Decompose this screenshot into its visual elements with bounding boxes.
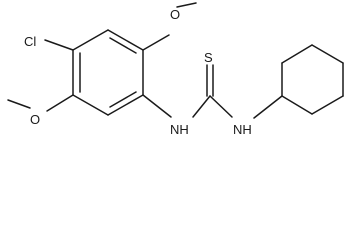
bond-o-top-ring bbox=[142, 34, 170, 51]
bond-o-bottom-ring bbox=[46, 94, 74, 112]
sulfur-label: S bbox=[204, 50, 213, 65]
bond-cl bbox=[44, 39, 74, 51]
bond-o-top-methyl bbox=[176, 2, 197, 8]
bond-o-bottom-methyl bbox=[7, 99, 31, 109]
structure-diagram: Cl O O NH S NH bbox=[7, 2, 344, 137]
cyclohexyl-ring bbox=[281, 44, 344, 115]
oxygen-top-label: O bbox=[170, 7, 180, 22]
bond-nh-cyclohexyl bbox=[253, 95, 283, 119]
chlorine-label: Cl bbox=[24, 34, 36, 49]
bond-ring-nh bbox=[142, 94, 172, 118]
nh-left-label: NH bbox=[170, 122, 189, 137]
bond-nh-c bbox=[192, 95, 211, 118]
benzene-ring bbox=[72, 29, 144, 116]
oxygen-bottom-label: O bbox=[30, 112, 40, 127]
bond-c-nh bbox=[209, 95, 233, 118]
nh-right-label: NH bbox=[233, 122, 252, 137]
